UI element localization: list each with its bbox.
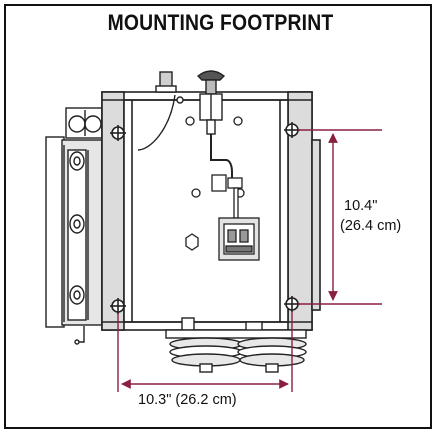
left-side-panel: [45, 107, 103, 345]
mount-hole-bottom-right: [284, 296, 300, 312]
width-dimension-label: 10.3" (26.2 cm): [138, 392, 237, 408]
width-dimension: [117, 312, 293, 392]
enclosure-body: [101, 91, 321, 331]
top-fittings: [137, 70, 226, 151]
internal-components: [185, 116, 260, 261]
mount-hole-top-left: [110, 125, 126, 141]
height-dimension-label-line1: 10.4": [344, 198, 377, 214]
mount-hole-bottom-left: [110, 298, 126, 314]
bottom-pulleys: [165, 317, 307, 373]
height-dimension: [298, 129, 382, 305]
diagram-title: MOUNTING FOOTPRINT: [107, 10, 334, 35]
height-dimension-label-line2: (26.4 cm): [340, 218, 401, 234]
